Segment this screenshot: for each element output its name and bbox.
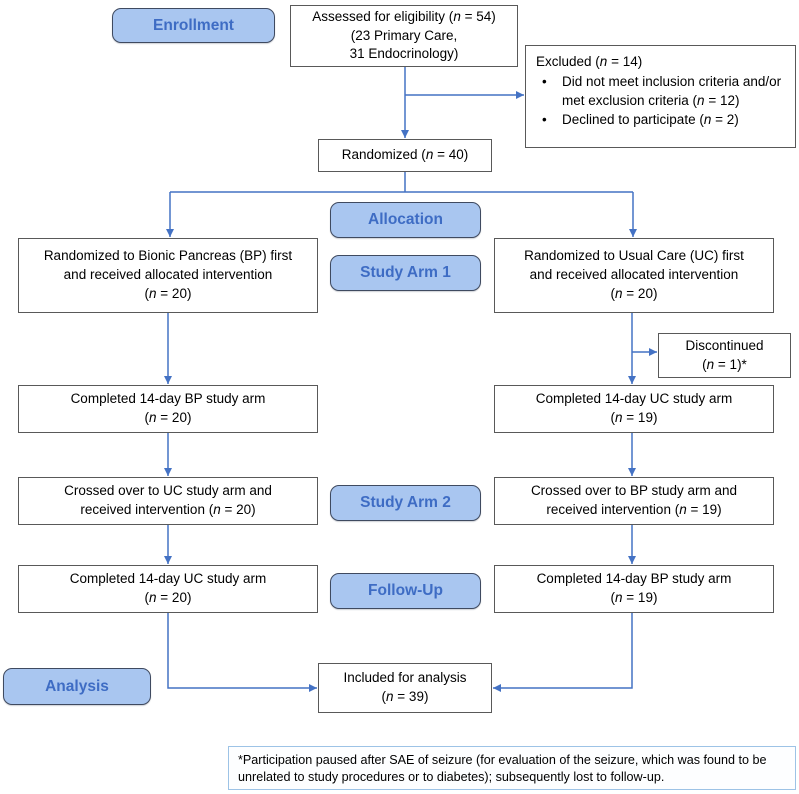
box-completed-bp-arm2: Completed 14-day BP study arm (n = 19) — [494, 565, 774, 613]
box-line: Randomized to Usual Care (UC) first — [524, 248, 744, 264]
box-completed-bp-arm1: Completed 14-day BP study arm (n = 20) — [18, 385, 318, 433]
box-line: Discontinued — [685, 337, 764, 353]
box-completed-uc-arm2: Completed 14-day UC study arm (n = 20) — [18, 565, 318, 613]
stage-label-follow-up: Follow-Up — [330, 573, 481, 609]
box-crossed-to-uc: Crossed over to UC study arm and receive… — [18, 477, 318, 525]
box-excluded: Excluded (n = 14) Did not meet inclusion… — [525, 45, 796, 148]
box-randomized: Randomized (n = 40) — [318, 139, 492, 172]
box-randomized-bp-first: Randomized to Bionic Pancreas (BP) first… — [18, 238, 318, 313]
box-assessed-eligibility: Assessed for eligibility (n = 54) (23 Pr… — [290, 5, 518, 67]
box-line: Included for analysis — [343, 670, 467, 686]
box-line: Completed 14-day UC study arm — [69, 571, 267, 587]
box-line: (n = 1)* — [702, 356, 747, 372]
box-line: and received allocated intervention — [529, 267, 739, 283]
stage-label-study-arm-1: Study Arm 1 — [330, 255, 481, 291]
box-line: (n = 20) — [144, 590, 192, 605]
box-line: Assessed for eligibility (n = 54) — [312, 8, 496, 24]
stage-label-study-arm-2: Study Arm 2 — [330, 485, 481, 521]
box-line: Crossed over to BP study arm and — [530, 483, 738, 499]
box-line: 31 Endocrinology) — [349, 46, 459, 62]
box-included-for-analysis: Included for analysis (n = 39) — [318, 663, 492, 713]
footnote-box: *Participation paused after SAE of seizu… — [228, 746, 796, 790]
box-line: (n = 20) — [610, 285, 658, 301]
box-line: Completed 14-day BP study arm — [70, 391, 266, 407]
box-line: received intervention (n = 19) — [546, 502, 722, 517]
box-line: Randomized to Bionic Pancreas (BP) first — [43, 248, 293, 264]
box-line: (n = 19) — [610, 590, 658, 605]
stage-label-enrollment: Enrollment — [112, 8, 275, 43]
stage-label-analysis: Analysis — [3, 668, 151, 705]
box-line: (n = 39) — [381, 689, 429, 704]
box-line: received intervention (n = 20) — [80, 502, 256, 517]
box-line: Completed 14-day BP study arm — [536, 571, 732, 587]
box-line: (n = 20) — [144, 285, 192, 301]
box-line: (n = 20) — [144, 410, 192, 425]
box-crossed-to-bp: Crossed over to BP study arm and receive… — [494, 477, 774, 525]
excluded-bullet-1: Did not meet inclusion criteria and/or m… — [536, 73, 787, 111]
box-line: and received allocated intervention — [63, 267, 273, 283]
box-line: (n = 19) — [610, 410, 658, 425]
arrow-completed2-left-to-included — [167, 613, 317, 692]
arrow-completed2-right-to-included — [493, 613, 633, 692]
line-randomized-split — [170, 172, 633, 193]
box-line: Crossed over to UC study arm and — [64, 483, 272, 499]
box-line: Completed 14-day UC study arm — [535, 391, 733, 407]
box-discontinued: Discontinued (n = 1)* — [658, 333, 791, 378]
box-line: (23 Primary Care, — [350, 27, 458, 43]
excluded-bullet-2: Declined to participate (n = 2) — [536, 111, 787, 130]
stage-label-allocation: Allocation — [330, 202, 481, 238]
box-completed-uc-arm1: Completed 14-day UC study arm (n = 19) — [494, 385, 774, 433]
box-randomized-uc-first: Randomized to Usual Care (UC) first and … — [494, 238, 774, 313]
excluded-heading: Excluded (n = 14) — [536, 54, 643, 69]
box-line: Randomized (n = 40) — [341, 147, 469, 163]
